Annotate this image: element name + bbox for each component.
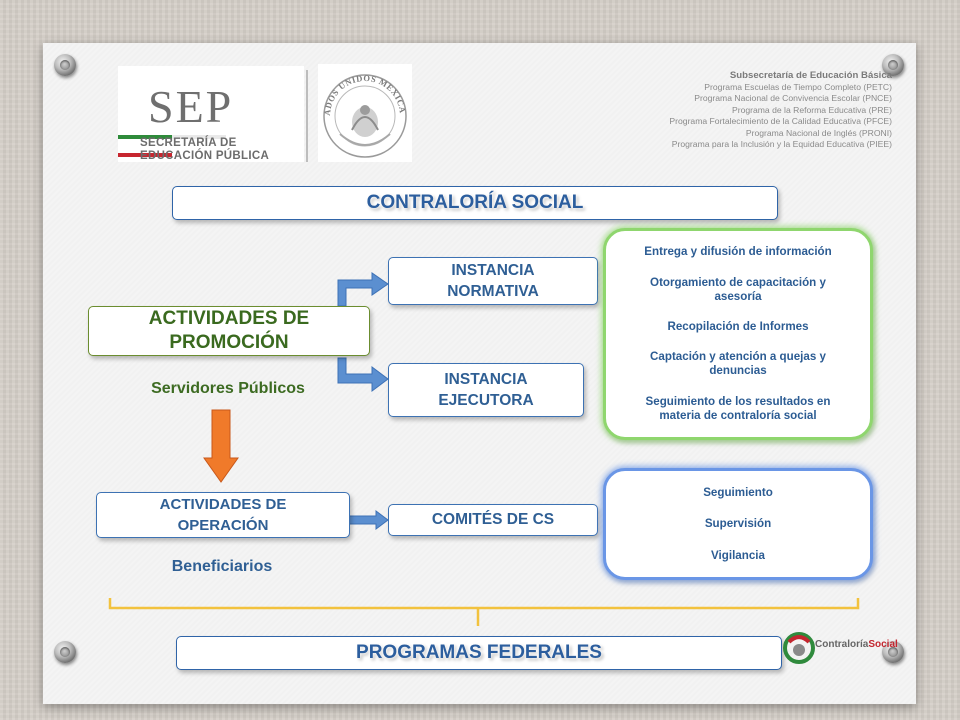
promotion-actor: Servidores Públicos (151, 380, 305, 397)
cs-logo-text: ContraloríaSocial (815, 639, 898, 650)
sep-subtitle-line1: SECRETARÍA DE (140, 137, 237, 149)
operation-label: ACTIVIDADES DE OPERACIÓN (159, 496, 287, 534)
contraloria-social-logo: ContraloríaSocial (783, 624, 898, 670)
logo-divider (306, 70, 308, 162)
instancia-ejecutora-box: INSTANCIA EJECUTORA (388, 363, 584, 417)
national-seal: ESTADOS UNIDOS MEXICANOS (314, 56, 412, 162)
promotion-label: ACTIVIDADES DE PROMOCIÓN (148, 308, 310, 353)
cs-logo-suffix: Social (868, 639, 898, 650)
arrow-to-normativa (337, 272, 389, 307)
program-item: Programa Nacional de Inglés (PRONI) (745, 127, 892, 138)
program-item: Programa Nacional de Convivencia Escolar… (694, 93, 892, 103)
instancia-normativa-label: INSTANCIA NORMATIVA (447, 262, 539, 300)
programs-brace (108, 598, 860, 626)
flag-stripe (118, 126, 278, 157)
pushpin-icon (54, 641, 76, 663)
comites-label: COMITÉS DE CS (431, 511, 555, 528)
arrow-down-operation (203, 409, 239, 483)
activity-item: Otorgamiento de capacitación y asesoría (650, 275, 826, 303)
pushpin-icon (54, 54, 76, 76)
program-item: Programa Escuelas de Tiempo Completo (PE… (704, 81, 892, 92)
program-item: Programa Fortalecimiento de la Calidad E… (669, 116, 892, 126)
cs-logo-prefix: Contraloría (815, 639, 869, 650)
operation-activities-box: ACTIVIDADES DE OPERACIÓN (96, 492, 350, 538)
promotion-activities-panel: Entrega y difusión de información Otorga… (603, 228, 873, 440)
main-title-bar: CONTRALORÍA SOCIAL (172, 186, 778, 220)
activity-item: Seguimiento de los resultados en materia… (645, 394, 831, 422)
subsecretaria-title: Subsecretaría de Educación Básica (729, 70, 892, 81)
arrow-to-comites (348, 510, 389, 530)
activity-item: Seguimiento (703, 486, 773, 500)
operation-activities-panel: Seguimiento Supervisión Vigilancia (603, 468, 873, 580)
activity-item: Supervisión (704, 517, 772, 531)
instancia-normativa-box: INSTANCIA NORMATIVA (388, 257, 598, 305)
sep-logo-text: SEP (148, 81, 234, 132)
footer-title: PROGRAMAS FEDERALES (356, 642, 602, 663)
footer-title-bar: PROGRAMAS FEDERALES (176, 636, 782, 670)
comites-box: COMITÉS DE CS (388, 504, 598, 536)
pushpin-icon (882, 54, 904, 76)
main-title: CONTRALORÍA SOCIAL (366, 192, 584, 213)
activity-item: Captación y atención a quejas y denuncia… (650, 350, 826, 378)
pushpin-icon (882, 641, 904, 663)
activity-item: Recopilación de Informes (667, 319, 809, 333)
activity-item: Vigilancia (711, 548, 765, 562)
operation-actor: Beneficiarios (171, 558, 273, 575)
activity-item: Entrega y difusión de información (644, 245, 832, 259)
header-program-list: Subsecretaría de Educación Básica Progra… (669, 70, 892, 151)
sep-subtitle-line2: EDUCACIÓN PÚBLICA (140, 150, 270, 162)
sep-logo: SEP SECRETARÍA DE EDUCACIÓN PÚBLICA (118, 66, 304, 162)
program-item: Programa para la Inclusión y la Equidad … (671, 139, 892, 149)
arrow-to-ejecutora (337, 357, 389, 392)
cs-logo-icon (783, 632, 815, 664)
instancia-ejecutora-label: INSTANCIA EJECUTORA (438, 371, 534, 409)
seal-icon: ESTADOS UNIDOS MEXICANOS (314, 56, 407, 158)
program-item: Programa de la Reforma Educativa (PRE) (731, 104, 892, 115)
promotion-activities-box: ACTIVIDADES DE PROMOCIÓN (88, 306, 370, 356)
